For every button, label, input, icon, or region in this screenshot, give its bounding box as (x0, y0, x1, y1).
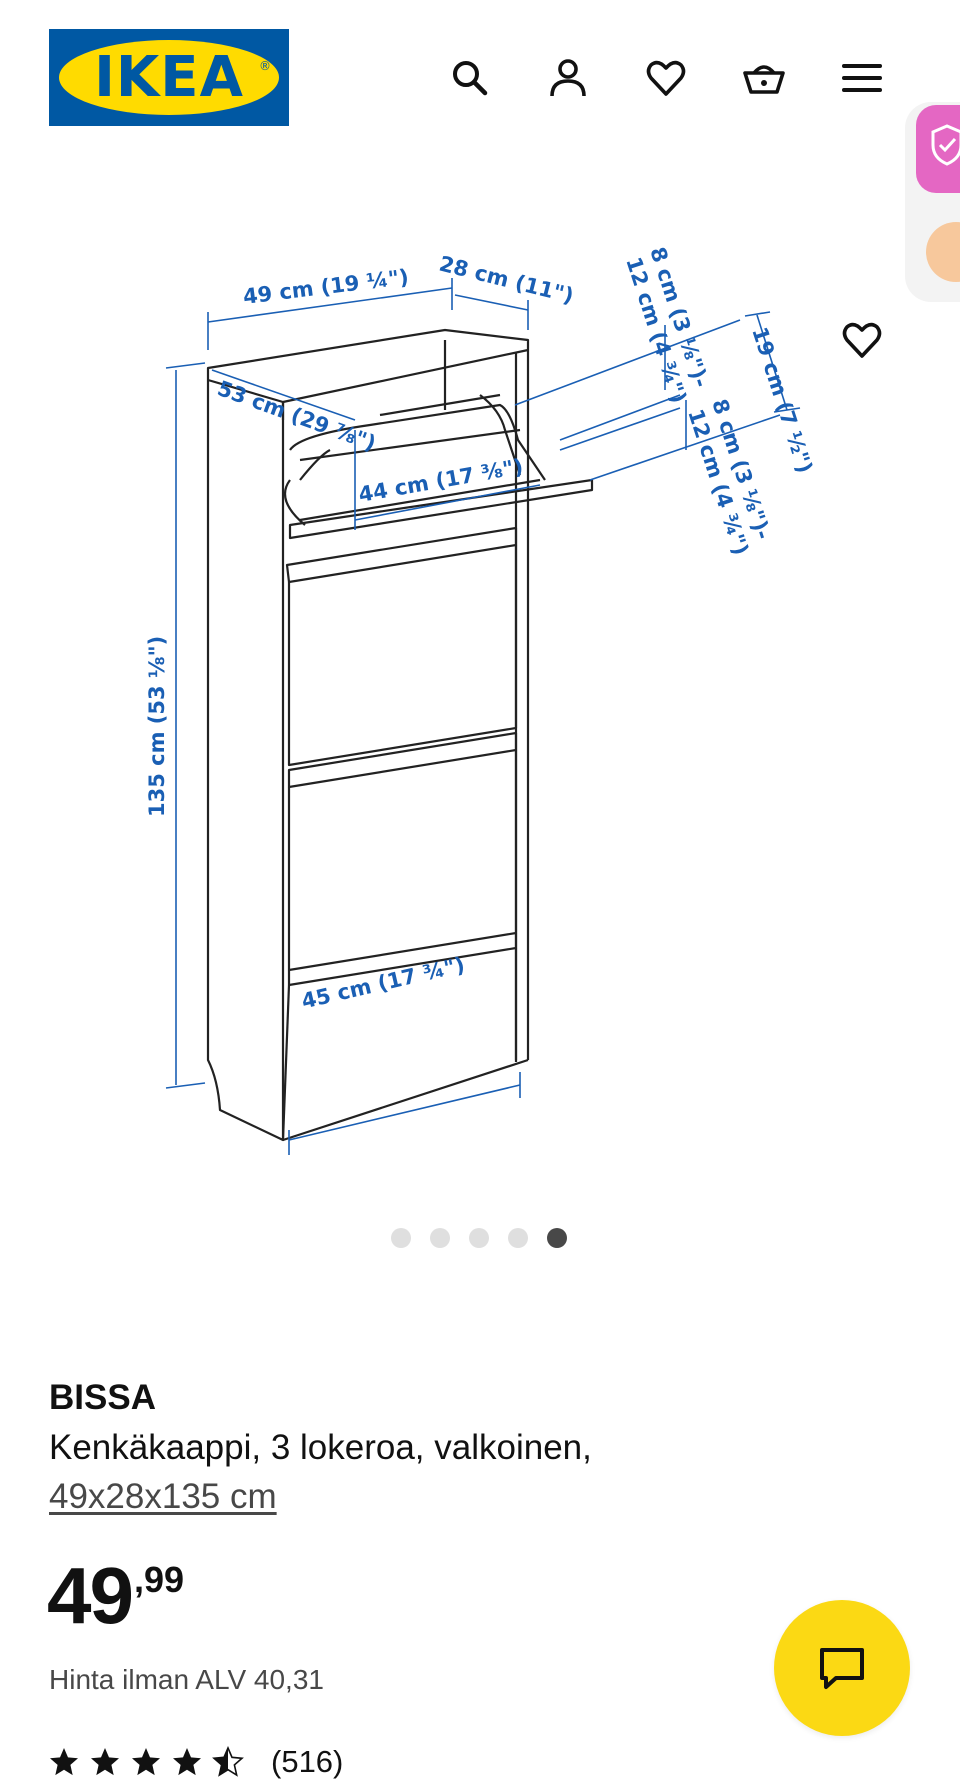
product-description: Kenkäkaappi, 3 lokeroa, valkoinen, (49, 1428, 592, 1467)
side-widget-button[interactable] (916, 105, 960, 193)
rating-count: (516) (271, 1744, 344, 1779)
chat-bubble-icon (820, 1648, 864, 1689)
logo-oval (59, 40, 279, 115)
carousel-dot-5-active[interactable] (547, 1228, 567, 1248)
carousel-dot-3[interactable] (469, 1228, 489, 1248)
price-without-vat: Hinta ilman ALV 40,31 (49, 1664, 324, 1695)
star-full-icon (132, 1748, 160, 1776)
basket-icon (743, 65, 785, 94)
carousel-dot-4[interactable] (508, 1228, 528, 1248)
cabinet-side (206, 380, 285, 1142)
star-full-icon (50, 1748, 78, 1776)
dimension-base-width: 45 cm (17 ¾") (299, 953, 467, 1014)
product-rating[interactable]: (516) (48, 1742, 343, 1782)
product-image-gallery[interactable]: 49 cm (19 ¼") 28 cm (11") 135 cm (53 ⅛")… (0, 180, 960, 1220)
dimension-height: 135 cm (53 ⅛") (145, 636, 169, 817)
logo-registered-mark: ® (259, 59, 271, 73)
favourites-button[interactable] (636, 48, 696, 108)
product-name: BISSA (49, 1378, 156, 1417)
add-to-favourites-button[interactable] (832, 310, 892, 370)
carousel-dot-1[interactable] (391, 1228, 411, 1248)
product-price: 49 ,99 (47, 1556, 184, 1636)
cut-off-image-edge (236, 160, 676, 176)
header: IKEA ® (0, 0, 960, 150)
dimension-depth: 28 cm (11") (437, 252, 576, 309)
dimension-drawing: 49 cm (19 ¼") 28 cm (11") 135 cm (53 ⅛")… (145, 244, 817, 1155)
profile-button[interactable] (538, 48, 598, 108)
chat-button[interactable] (774, 1600, 910, 1736)
carousel-dot-2[interactable] (430, 1228, 450, 1248)
star-half-icon (212, 1746, 244, 1777)
price-decimal: ,99 (133, 1559, 185, 1600)
search-button[interactable] (440, 48, 500, 108)
badge-icon (931, 124, 960, 166)
price-integer: 49 (47, 1551, 134, 1640)
star-full-icon (173, 1748, 201, 1776)
drawer-middle (285, 526, 518, 584)
ikea-logo[interactable]: IKEA ® (49, 29, 289, 126)
star-full-icon (91, 1748, 119, 1776)
dimension-width: 49 cm (19 ¼") (242, 265, 410, 309)
basket-button[interactable] (734, 48, 794, 108)
dimension-inner-width: 44 cm (17 ⅜") (357, 454, 525, 507)
heart-icon (842, 322, 882, 358)
logo-text: IKEA (94, 45, 244, 110)
dimension-compartment-total: 19 cm (7 ½") (747, 324, 817, 476)
user-icon (550, 59, 586, 97)
search-icon (453, 61, 488, 96)
carousel-indicator (0, 1228, 960, 1248)
menu-icon (842, 64, 882, 92)
product-size-link[interactable]: 49x28x135 cm (49, 1477, 277, 1516)
menu-button[interactable] (832, 48, 892, 108)
heart-icon (646, 60, 686, 96)
